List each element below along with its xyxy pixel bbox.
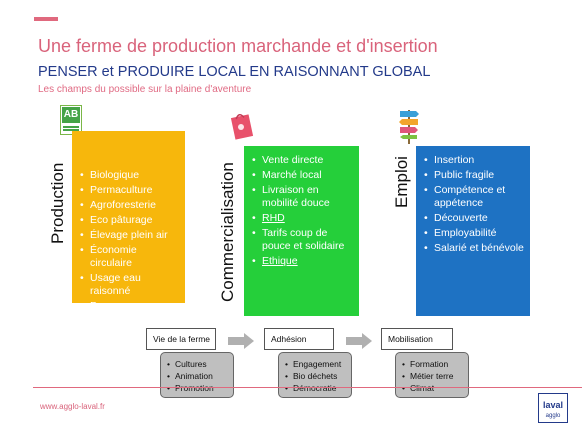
flow-box-adhesion: Adhésion [264, 328, 334, 350]
laval-agglo-logo: laval agglo [538, 393, 568, 423]
list-item: Métier terre [402, 370, 464, 382]
list-item: Public fragile [424, 169, 524, 182]
list-item: Insertion [424, 154, 524, 167]
commercialisation-list: Vente directe Marché local Livraison en … [252, 154, 353, 268]
list-item: Usage eau raisonné [80, 272, 179, 298]
production-list: Biologique Permaculture Agroforesterie E… [80, 169, 179, 326]
list-item: Pas ou peu d'énergie fossile [80, 300, 179, 326]
emploi-list: Insertion Public fragile Compétence et a… [424, 154, 524, 255]
list-item: Élevage plein air [80, 229, 179, 242]
organic-ab-logo: AB [60, 105, 82, 135]
list-item: Bio déchets [285, 370, 347, 382]
emploi-card: Insertion Public fragile Compétence et a… [416, 146, 530, 316]
slide-tagline: Les champs du possible sur la plaine d'a… [38, 84, 252, 95]
flow-sub-adhesion: Engagement Bio déchets Démocratie [278, 352, 352, 398]
list-item: Vente directe [252, 154, 353, 167]
ab-logo-lines [63, 126, 79, 128]
list-item: Marché local [252, 169, 353, 182]
list-item: Climat [402, 382, 464, 394]
flow-box-vie-de-la-ferme: Vie de la ferme [146, 328, 216, 350]
flow-sub-vie-de-la-ferme: Cultures Animation Promotion [160, 352, 234, 398]
production-heading: Production [48, 162, 67, 244]
footer-divider [33, 387, 582, 388]
flow-box-mobilisation: Mobilisation [381, 328, 453, 350]
commercialisation-heading: Commercialisation [218, 162, 237, 302]
list-item: Biologique [80, 169, 179, 182]
list-item: Découverte [424, 212, 524, 225]
laval-logo-subtext: agglo [546, 413, 561, 419]
list-item: Engagement [285, 358, 347, 370]
list-item: Animation [167, 370, 229, 382]
list-item: Cultures [167, 358, 229, 370]
list-item: Eco pâturage [80, 214, 179, 227]
signpost-icon [399, 110, 419, 144]
ab-logo-text: AB [62, 107, 80, 123]
flow-sub-mobilisation: Formation Métier terre Climat [395, 352, 469, 398]
slide-title: Une ferme de production marchande et d'i… [38, 36, 438, 56]
list-item: Agroforesterie [80, 199, 179, 212]
list-item: Tarifs coup de pouce et solidaire [252, 227, 353, 253]
commercialisation-card: Vente directe Marché local Livraison en … [244, 146, 359, 316]
list-item: Compétence et appétence [424, 184, 524, 210]
list-item: Économie circulaire [80, 244, 179, 270]
list-item: Formation [402, 358, 464, 370]
list-item: Employabilité [424, 227, 524, 240]
list-item: Permaculture [80, 184, 179, 197]
footer-url-link[interactable]: www.agglo-laval.fr [40, 402, 105, 411]
shopping-bag-icon [230, 114, 254, 140]
list-item: Livraison en mobilité douce [252, 184, 353, 210]
production-card: Biologique Permaculture Agroforesterie E… [72, 131, 185, 325]
laval-logo-text: laval [543, 400, 563, 410]
rhd-link[interactable]: RHD [262, 212, 285, 224]
list-item: Promotion [167, 382, 229, 394]
flow-arrow-right-icon [346, 333, 372, 349]
slide-subtitle: PENSER et PRODUIRE LOCAL EN RAISONNANT G… [38, 64, 431, 80]
list-item-ethique[interactable]: Ethique [252, 255, 353, 268]
ethique-link[interactable]: Ethique [262, 255, 298, 267]
emploi-heading: Emploi [392, 156, 411, 208]
flow-arrow-right-icon [228, 333, 254, 349]
list-item-rhd[interactable]: RHD [252, 212, 353, 225]
list-item: Salarié et bénévole [424, 242, 524, 255]
list-item: Démocratie [285, 382, 347, 394]
accent-bar [34, 17, 58, 21]
